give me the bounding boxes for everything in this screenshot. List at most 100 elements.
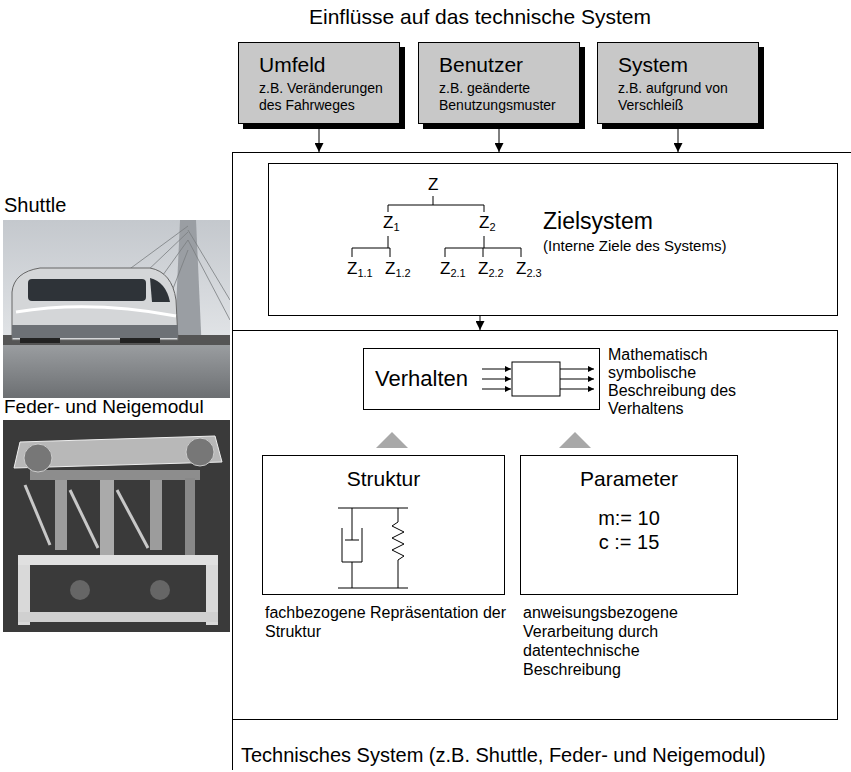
spring-tilt-module-photo bbox=[30, 470, 200, 480]
behavior-block-symbol bbox=[482, 389, 511, 390]
goal-tree-lines bbox=[433, 196, 434, 205]
subscript-index: 1.2 bbox=[395, 267, 410, 279]
shuttle-photo bbox=[188, 230, 230, 300]
node-text: z.B. Veränderungen des Fahrweges bbox=[259, 80, 397, 114]
arrow-connector bbox=[480, 316, 481, 330]
spring-tilt-module-photo bbox=[186, 438, 214, 466]
behavior-box: Verhalten bbox=[363, 348, 600, 410]
spring-damper-symbol bbox=[352, 562, 353, 588]
arrow-connector bbox=[319, 124, 320, 152]
shuttle-photo bbox=[12, 325, 178, 338]
spring-tilt-module-photo bbox=[3, 420, 230, 632]
subscript-index: 2.3 bbox=[526, 267, 541, 279]
behavior-block-symbol bbox=[560, 379, 594, 380]
diagram-title: Einflüsse auf das technische System bbox=[250, 4, 710, 29]
shuttle-photo bbox=[120, 338, 160, 343]
spring-tilt-module-photo bbox=[55, 480, 67, 550]
node-text: (Interne Ziele des Systems) bbox=[543, 237, 726, 255]
spring-tilt-module-photo bbox=[18, 555, 218, 565]
shuttle-photo bbox=[16, 307, 176, 316]
box-caption: anweisungsbezogene Verarbeitung durch da… bbox=[523, 603, 738, 679]
spring-tilt-module-photo bbox=[70, 490, 98, 548]
subscript-index: 1 bbox=[393, 221, 399, 233]
spring-tilt-module-photo bbox=[3, 420, 230, 632]
goal-tree-lines bbox=[388, 236, 389, 248]
spring-tilt-module-photo bbox=[24, 444, 52, 472]
side-note: Mathematisch symbolische Beschreibung de… bbox=[608, 346, 748, 418]
goal-label: Z2 bbox=[479, 214, 496, 236]
goal-label: Z2.1 bbox=[440, 260, 466, 282]
goal-label: Z1 bbox=[383, 214, 400, 236]
node-text: Parameter bbox=[521, 466, 737, 492]
shuttle-photo bbox=[20, 338, 60, 343]
subscript-index: 2.1 bbox=[450, 267, 465, 279]
behavior-block-symbol bbox=[512, 362, 560, 396]
node-text: m:= 10 bbox=[521, 506, 737, 530]
node-text: Struktur bbox=[263, 466, 504, 492]
spring-damper-symbol bbox=[392, 522, 404, 560]
shuttle-photo bbox=[12, 268, 178, 340]
node-text: c := 15 bbox=[521, 530, 737, 554]
node-text: Zielsystem bbox=[543, 208, 653, 234]
spring-tilt-module-photo bbox=[150, 480, 162, 550]
goal-tree-lines bbox=[388, 205, 389, 212]
shuttle-photo bbox=[3, 220, 230, 398]
shuttle-photo bbox=[3, 220, 230, 398]
arrow-connector bbox=[499, 124, 500, 152]
node-text: Umfeld bbox=[259, 52, 397, 77]
shuttle-photo bbox=[188, 240, 230, 320]
node-text: Benutzer bbox=[439, 52, 577, 77]
spring-tilt-module-photo bbox=[150, 580, 170, 600]
spring-damper-symbol bbox=[398, 508, 399, 522]
goal-label: Z2.2 bbox=[478, 260, 504, 282]
triangle-arrow bbox=[376, 432, 408, 448]
goal-tree-lines bbox=[484, 205, 485, 212]
spring-tilt-module-photo bbox=[100, 480, 114, 555]
parameter-box: Parameter m:= 10c := 15 bbox=[520, 455, 738, 595]
photo-caption: Feder- und Neigemodul bbox=[4, 395, 232, 418]
node-text: Verhalten bbox=[375, 349, 599, 409]
triangle-arrow bbox=[559, 432, 591, 448]
behavior-block-symbol bbox=[482, 362, 594, 396]
goal-tree-lines bbox=[484, 236, 485, 248]
spring-damper-symbol bbox=[345, 540, 359, 541]
spring-damper-symbol bbox=[398, 560, 399, 588]
behavior-block-symbol bbox=[560, 369, 594, 370]
influence-box: Umfeld z.B. Veränderungen des Fahrweges bbox=[238, 42, 400, 124]
spring-tilt-module-photo bbox=[25, 485, 148, 548]
node-text: z.B. aufgrund von Verschleiß bbox=[618, 80, 756, 114]
goal-label: Z1.1 bbox=[347, 260, 373, 282]
spring-tilt-module-photo bbox=[25, 485, 50, 545]
structure-box: Struktur bbox=[262, 455, 505, 595]
photo-caption: Shuttle bbox=[4, 194, 230, 217]
goal-label: Z bbox=[428, 176, 438, 194]
node-text: Technisches System (z.B. Shuttle, Feder-… bbox=[241, 744, 766, 767]
subscript-index: 1.1 bbox=[357, 267, 372, 279]
subscript-index: 2.2 bbox=[488, 267, 503, 279]
behavior-block-symbol bbox=[560, 389, 594, 390]
spring-damper-symbol bbox=[342, 528, 362, 562]
spring-tilt-module-photo bbox=[117, 490, 148, 548]
influence-box: System z.B. aufgrund von Verschleiß bbox=[597, 42, 759, 124]
shuttle-photo bbox=[3, 345, 230, 398]
spring-tilt-module-photo bbox=[18, 612, 218, 622]
node-text: z.B. geänderte Benutzungsmuster bbox=[439, 80, 577, 114]
shuttle-photo bbox=[28, 279, 146, 301]
spring-damper-symbol bbox=[352, 508, 353, 540]
goal-tree-lines bbox=[390, 248, 391, 257]
subscript-index: 2 bbox=[489, 221, 495, 233]
goal-tree-lines bbox=[352, 248, 390, 249]
arrow-connector bbox=[678, 124, 679, 152]
influence-box: Benutzer z.B. geänderte Benutzungsmuster bbox=[418, 42, 580, 124]
goal-label: Z2.3 bbox=[516, 260, 542, 282]
behavior-block-symbol bbox=[482, 379, 511, 380]
goal-tree-lines bbox=[521, 248, 522, 257]
spring-damper-symbol bbox=[338, 508, 408, 588]
goal-tree-lines bbox=[483, 248, 484, 257]
goal-tree-lines bbox=[445, 248, 446, 257]
node-text: System bbox=[618, 52, 756, 77]
spring-tilt-module-photo bbox=[185, 478, 195, 556]
goal-tree-lines bbox=[352, 196, 521, 257]
